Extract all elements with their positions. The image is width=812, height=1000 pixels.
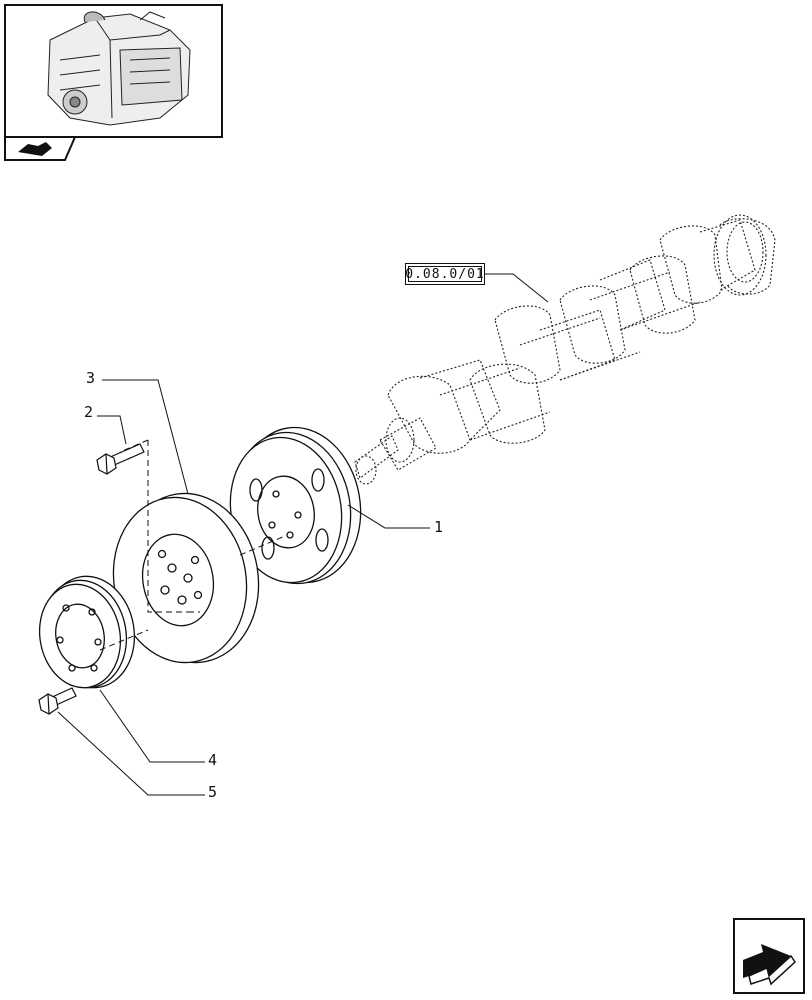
reference-label[interactable]: 0.08.0/01 — [405, 263, 485, 285]
part-4-pulley[interactable] — [32, 569, 143, 695]
next-page-arrow-icon[interactable] — [733, 918, 805, 994]
part-3-damper[interactable] — [101, 482, 272, 673]
callout-3: 3 — [86, 369, 96, 387]
engine-thumbnail-icon[interactable] — [4, 4, 223, 138]
part-1-pulley[interactable] — [219, 418, 372, 593]
callout-1: 1 — [434, 518, 444, 536]
callout-4: 4 — [208, 751, 218, 769]
section-tab-icon[interactable] — [4, 136, 77, 161]
callout-2: 2 — [84, 403, 94, 421]
reference-leader — [485, 273, 549, 303]
callout-5: 5 — [208, 783, 218, 801]
assembly-axis-lines — [99, 439, 286, 651]
part-5-bolt[interactable] — [38, 687, 77, 715]
crankshaft-outline — [354, 214, 776, 485]
part-2-bolt[interactable] — [96, 443, 145, 475]
callout-leaders — [57, 379, 430, 796]
